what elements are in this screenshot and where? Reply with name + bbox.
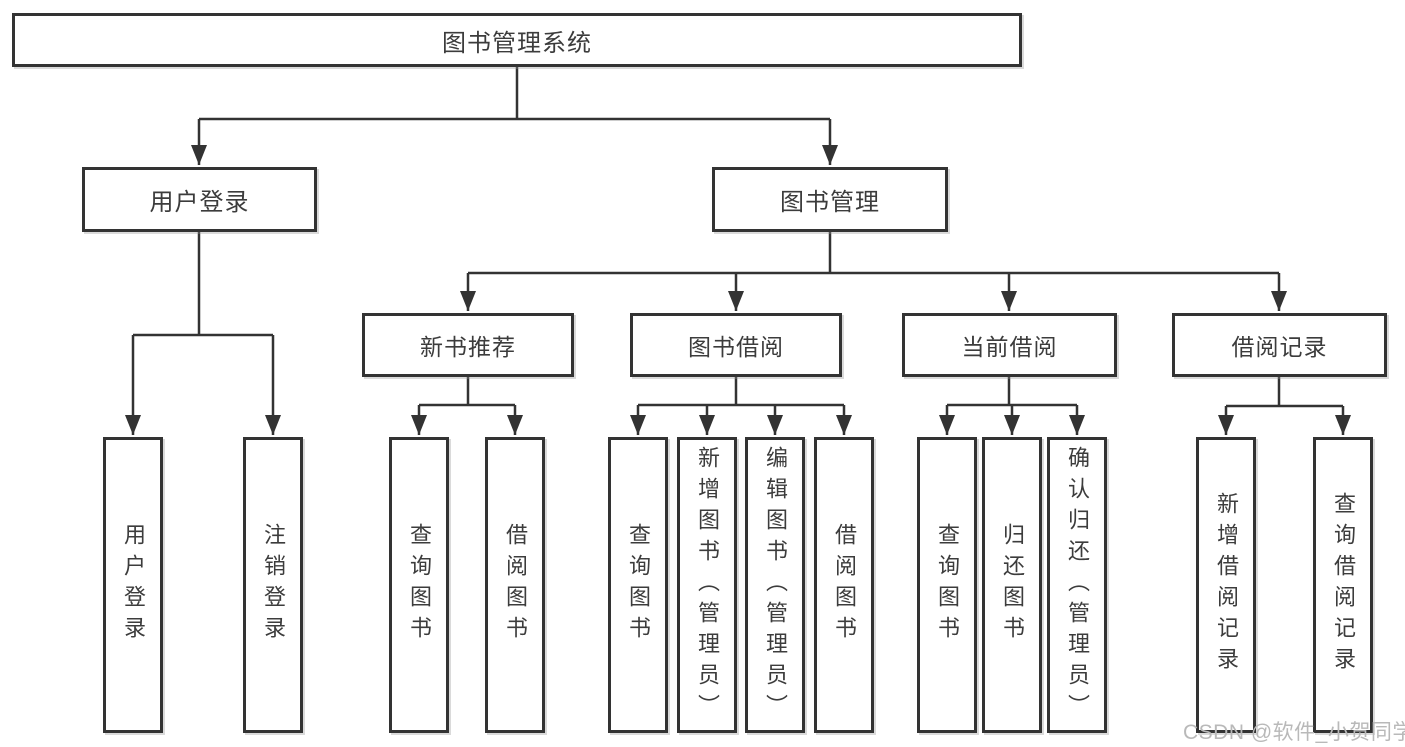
- connector-userlogin-to-leaves: [133, 232, 273, 337]
- node-book-borrowing-label: 图书借阅: [688, 334, 784, 360]
- leaf-borrow-books-borrowing-label: 借阅图书: [832, 523, 857, 647]
- node-library-system-label: 图书管理系统: [442, 29, 592, 57]
- leaf-add-borrow-record: 新增借阅记录: [1196, 437, 1256, 733]
- leaf-logout-label: 注销登录: [261, 523, 286, 647]
- leaf-add-book-admin: 新增图书（管理员）: [677, 437, 737, 733]
- leaf-query-books-borrowing: 查询图书: [608, 437, 668, 733]
- leaf-user-login-label: 用户登录: [121, 523, 146, 647]
- leaf-add-borrow-record-label: 新增借阅记录: [1214, 492, 1239, 678]
- leaf-query-borrow-record: 查询借阅记录: [1313, 437, 1373, 733]
- node-new-book-recommend-label: 新书推荐: [420, 334, 516, 360]
- watermark-text: CSDN @软件_小贺同学: [1183, 721, 1405, 744]
- leaf-borrow-books-recommend-label: 借阅图书: [503, 523, 528, 647]
- leaf-confirm-return-admin: 确认归还（管理员）: [1047, 437, 1107, 733]
- leaf-add-book-admin-label: 新增图书（管理员）: [695, 445, 720, 725]
- node-book-management-label: 图书管理: [780, 189, 880, 216]
- leaf-logout: 注销登录: [243, 437, 303, 733]
- node-library-system: 图书管理系统: [12, 13, 1022, 67]
- connector-records-to-leaves: [1226, 377, 1343, 408]
- connector-currentborrow-to-leaves: [947, 377, 1077, 407]
- leaf-query-books-current-label: 查询图书: [935, 523, 960, 647]
- leaf-query-books-borrowing-label: 查询图书: [626, 523, 651, 647]
- node-borrowing-records: 借阅记录: [1172, 313, 1387, 377]
- connector-bookborrow-to-leaves: [638, 377, 844, 407]
- node-borrowing-records-label: 借阅记录: [1231, 334, 1328, 360]
- leaf-confirm-return-admin-label: 确认归还（管理员）: [1065, 445, 1090, 725]
- leaf-query-books-recommend-label: 查询图书: [407, 523, 432, 647]
- leaf-borrow-books-recommend: 借阅图书: [485, 437, 545, 733]
- node-user-login-label: 用户登录: [149, 189, 250, 216]
- leaf-edit-book-admin-label: 编辑图书（管理员）: [763, 445, 788, 725]
- leaf-borrow-books-borrowing: 借阅图书: [814, 437, 874, 733]
- leaf-query-books-recommend: 查询图书: [389, 437, 449, 733]
- connector-root-to-level2: [199, 67, 830, 121]
- node-user-login: 用户登录: [82, 167, 317, 232]
- connector-bookmgmt-to-level3: [468, 232, 1279, 275]
- leaf-user-login: 用户登录: [103, 437, 163, 733]
- node-book-borrowing: 图书借阅: [630, 313, 842, 377]
- leaf-query-borrow-record-label: 查询借阅记录: [1331, 492, 1356, 678]
- node-book-management: 图书管理: [712, 167, 948, 232]
- leaf-edit-book-admin: 编辑图书（管理员）: [745, 437, 805, 733]
- node-current-borrowing-label: 当前借阅: [961, 334, 1058, 360]
- leaf-return-books: 归还图书: [982, 437, 1042, 733]
- node-new-book-recommend: 新书推荐: [362, 313, 574, 377]
- node-current-borrowing: 当前借阅: [902, 313, 1117, 377]
- connector-newbook-to-leaves: [419, 377, 515, 407]
- leaf-query-books-current: 查询图书: [917, 437, 977, 733]
- leaf-return-books-label: 归还图书: [1000, 523, 1025, 647]
